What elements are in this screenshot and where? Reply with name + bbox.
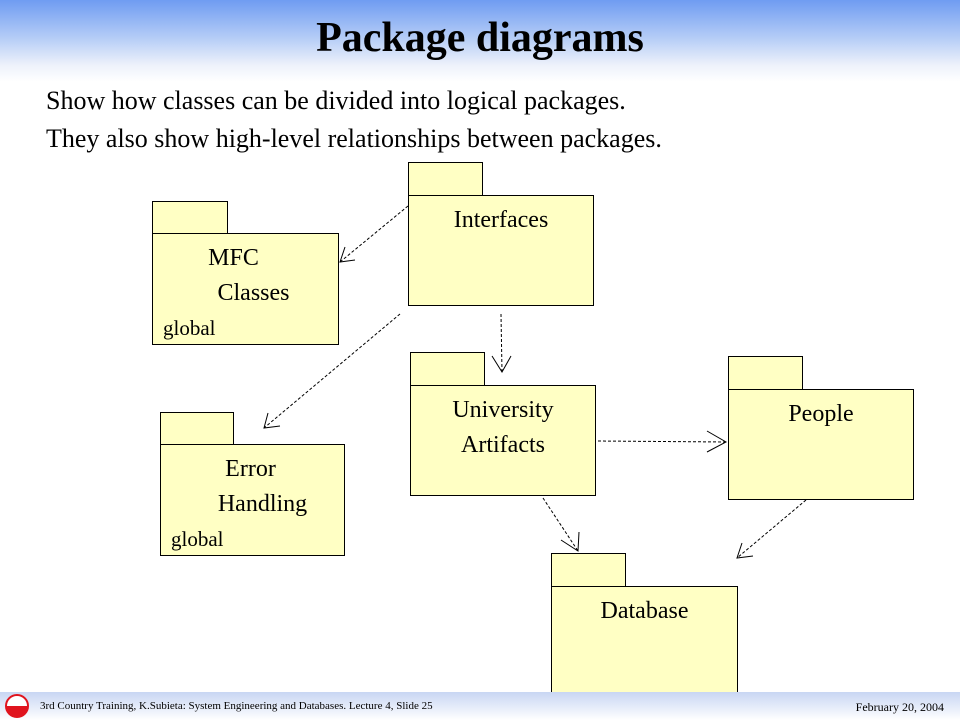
package-name: Database: [600, 598, 689, 624]
package-body: University Artifacts: [410, 385, 596, 496]
dependency-interfaces-to-error-handling: [263, 313, 401, 429]
footer-date: February 20, 2004: [855, 700, 944, 714]
package-tab: [728, 356, 803, 390]
package-name-line-2: Handling: [217, 491, 308, 517]
dependency-interfaces-to-university: [491, 313, 512, 373]
package-body: Interfaces: [408, 195, 594, 306]
slide-title: Package diagrams: [316, 15, 644, 61]
package-name-line-1: University: [452, 397, 554, 423]
package-body: People: [728, 389, 914, 500]
dependency-interfaces-to-mfc: [339, 205, 409, 263]
package-stereotype: global: [163, 316, 216, 340]
package-tab: [551, 553, 626, 587]
university-logo-icon: [5, 694, 29, 718]
package-name: Interfaces: [453, 207, 549, 233]
package-name-line-2: Artifacts: [461, 432, 545, 458]
footer-band: [0, 692, 960, 720]
package-name-line-1: Error: [225, 456, 276, 482]
package-name-line-1: MFC: [208, 245, 259, 271]
dependency-university-to-database: [542, 497, 580, 552]
dependency-university-to-people: [597, 430, 728, 453]
package-body: MFC Classes global: [152, 233, 339, 345]
package-name: People: [788, 401, 854, 427]
header-band: [0, 0, 960, 82]
package-tab: [152, 201, 228, 234]
footer-credit: 3rd Country Training, K.Subieta: System …: [40, 700, 433, 712]
package-body: Error Handling global: [160, 444, 345, 556]
package-stereotype: global: [171, 527, 224, 551]
subtitle-line-1: Show how classes can be divided into log…: [46, 86, 626, 115]
package-body: Database: [551, 586, 738, 697]
package-tab: [408, 162, 483, 196]
package-tab: [410, 352, 485, 386]
subtitle-line-2: They also show high-level relationships …: [46, 124, 662, 153]
package-name-line-2: Classes: [217, 280, 290, 306]
dependency-people-to-database: [736, 499, 807, 559]
